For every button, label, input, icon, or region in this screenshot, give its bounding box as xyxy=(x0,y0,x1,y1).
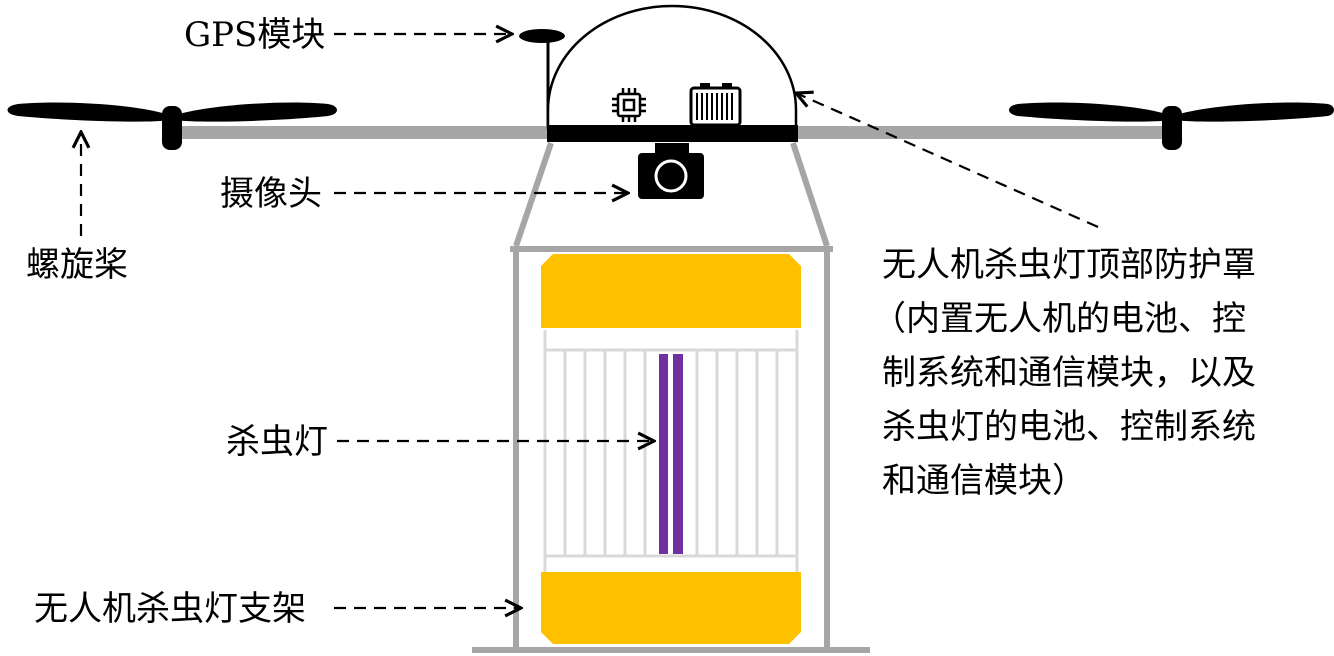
cover-base-plate xyxy=(547,125,798,142)
label-cover-desc-3: 杀虫灯的电池、控制系统 xyxy=(882,407,1256,447)
label-camera: 摄像头 xyxy=(220,174,322,214)
label-propeller: 螺旋桨 xyxy=(26,245,128,285)
battery-icon xyxy=(689,83,742,127)
right-arm xyxy=(797,126,1175,139)
label-cover-desc-2: 制系统和通信模块，以及 xyxy=(882,353,1256,393)
upper-yellow-band xyxy=(541,254,801,328)
label-bug-lamp: 杀虫灯 xyxy=(226,422,328,462)
label-cover-desc-1: （内置无人机的电池、控 xyxy=(872,299,1246,339)
left-arm xyxy=(172,126,550,139)
top-protective-cover xyxy=(546,4,798,130)
label-cover-title: 无人机杀虫灯顶部防护罩 xyxy=(882,245,1256,285)
cover-arrow xyxy=(796,93,1099,229)
lower-yellow-band xyxy=(541,572,801,644)
camera-icon xyxy=(638,143,704,199)
left-propeller-icon xyxy=(7,102,337,150)
uv-lamp-tube xyxy=(659,354,683,554)
chip-icon xyxy=(612,88,646,122)
label-gps: GPS模块 xyxy=(184,15,325,55)
lamp-stand-frame xyxy=(472,142,870,653)
right-propeller-icon xyxy=(1009,102,1334,150)
bug-lamp-grid xyxy=(543,330,799,572)
label-stand: 无人机杀虫灯支架 xyxy=(34,589,306,629)
label-cover-desc-4: 和通信模块） xyxy=(882,461,1086,501)
